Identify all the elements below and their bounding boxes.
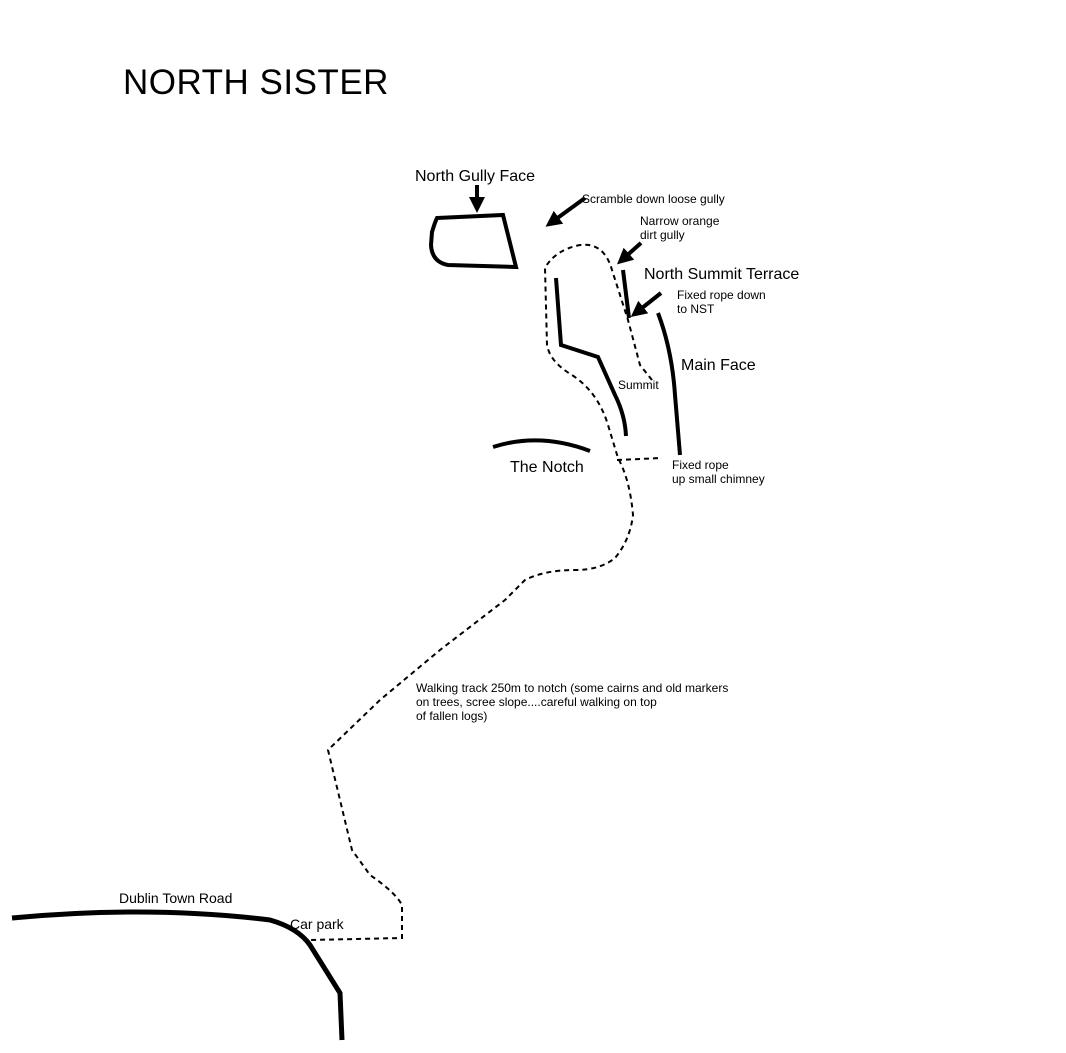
label-road: Dublin Town Road (119, 890, 233, 906)
north-gully-face-outline (428, 212, 519, 270)
label-car-park: Car park (290, 916, 344, 932)
dublin-town-road (11, 909, 345, 1041)
label-fixed-rope-up-1: Fixed rope (672, 458, 729, 472)
walking-track-dashed (309, 243, 653, 941)
label-narrow-gully-2: dirt gully (640, 228, 685, 242)
label-walking-track-3: of fallen logs) (416, 709, 488, 723)
arrow-scramble-gully (545, 196, 587, 227)
north-summit-terrace-line (621, 269, 631, 319)
label-summit: Summit (618, 378, 659, 392)
arrow-fixed-rope-down (630, 291, 663, 317)
label-the-notch: The Notch (510, 459, 584, 476)
label-scramble: Scramble down loose gully (582, 192, 725, 206)
label-main-face: Main Face (681, 357, 756, 374)
label-fixed-rope-down-2: to NST (677, 302, 715, 316)
main-face-line (656, 312, 682, 456)
label-walking-track-1: Walking track 250m to notch (some cairns… (416, 681, 729, 695)
fixed-rope-chimney-dashed (616, 457, 663, 461)
label-walking-track-2: on trees, scree slope....careful walking… (416, 695, 657, 709)
arrow-narrow-gully (617, 241, 643, 265)
label-north-gully-face: North Gully Face (415, 168, 536, 185)
summit-ridge-line (554, 277, 628, 437)
label-fixed-rope-down-1: Fixed rope down (677, 288, 766, 302)
label-narrow-gully-1: Narrow orange (640, 214, 720, 228)
label-fixed-rope-up-2: up small chimney (672, 472, 765, 486)
label-north-summit-terrace: North Summit Terrace (644, 266, 800, 283)
map-title: NORTH SISTER (123, 63, 389, 102)
the-notch-arc (492, 438, 591, 453)
